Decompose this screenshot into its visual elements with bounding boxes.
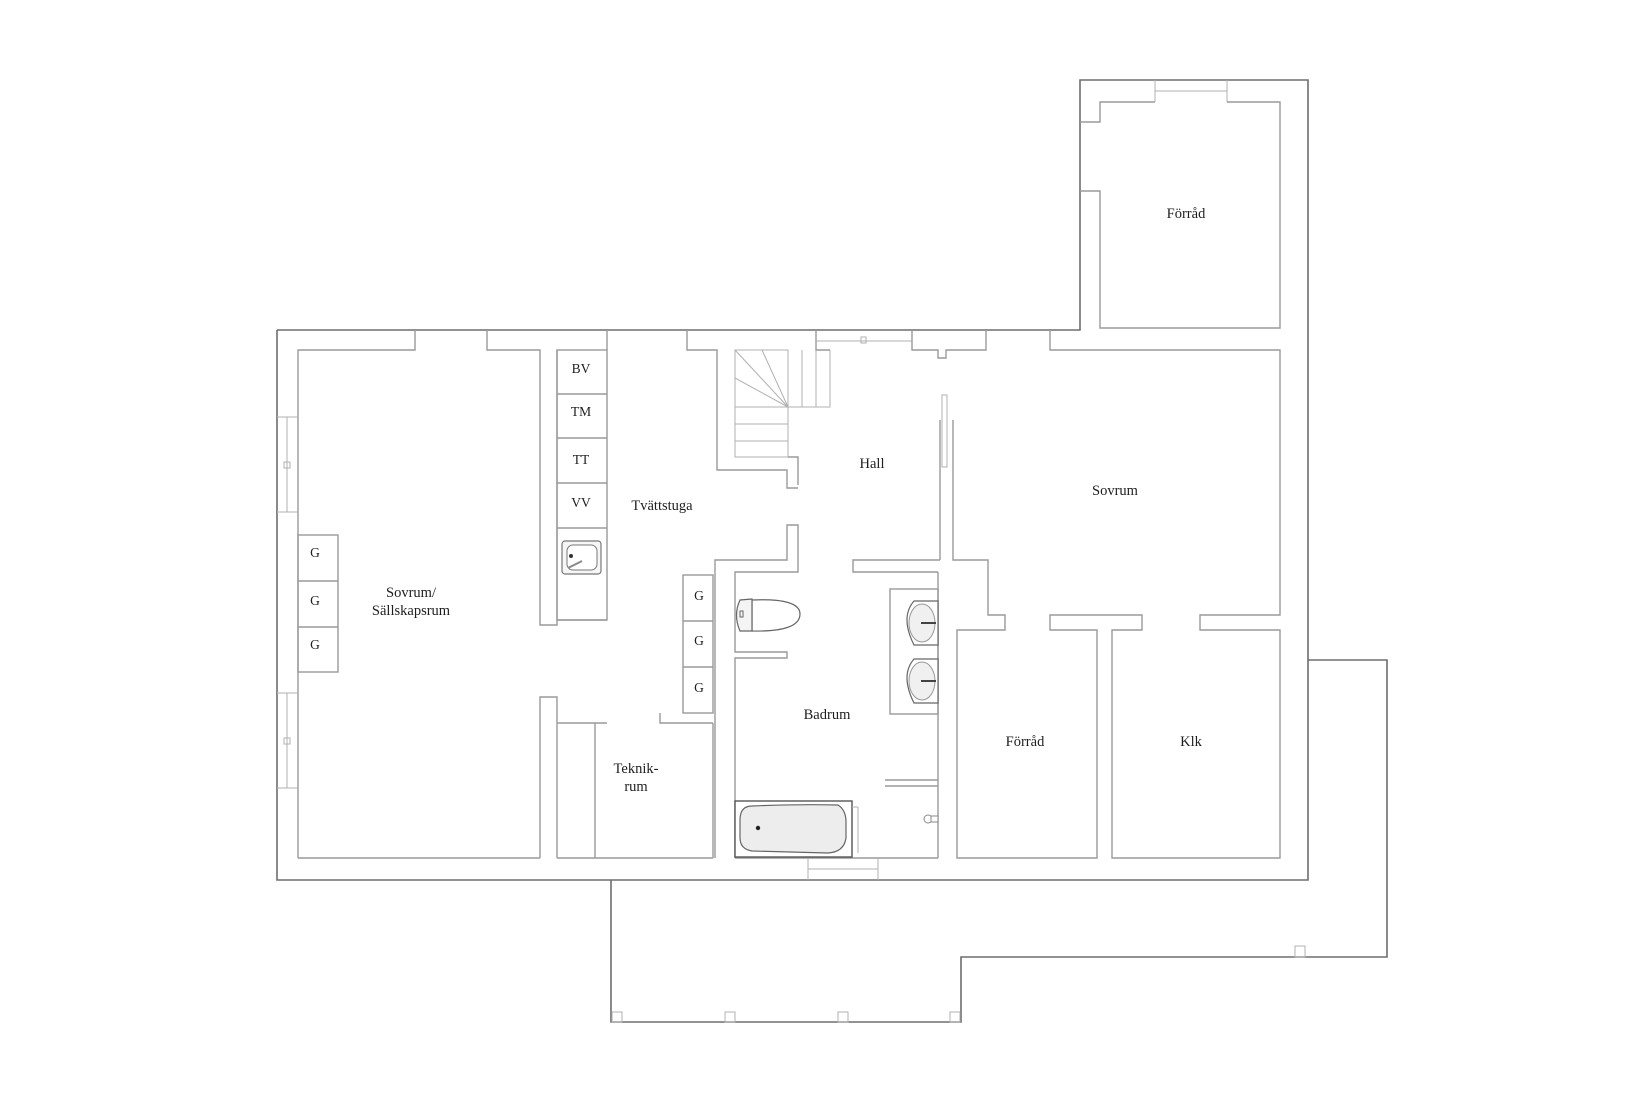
wardrobe-label: G [310, 637, 320, 652]
room-label-klk: Klk [1180, 734, 1202, 750]
floor-drain-icon [923, 814, 939, 824]
room-label-tvattstuga: Tvättstuga [631, 498, 693, 514]
washbasin-icon [906, 600, 939, 646]
room-label-forrad-bottom: Förråd [1005, 734, 1045, 750]
room-label-hall: Hall [859, 456, 885, 472]
room-label-line: Sovrum/ [386, 585, 436, 601]
room-label-teknikrum: Teknik- rum [614, 760, 659, 796]
wardrobe-label: G [694, 588, 704, 603]
room-label-forrad-top: Förråd [1166, 206, 1206, 222]
room-label-sovrum: Sovrum [1092, 483, 1138, 499]
staircase [734, 349, 831, 485]
room-label-line: rum [624, 779, 648, 795]
wardrobe-label: G [310, 545, 320, 560]
toilet-icon [735, 598, 801, 632]
wardrobe-label: G [694, 633, 704, 648]
room-label-line: Sällskapsrum [371, 603, 451, 619]
room-label-badrum: Badrum [803, 707, 851, 723]
appliance-label-vv: VV [571, 495, 591, 510]
wardrobe-label: G [694, 680, 704, 695]
bathtub-icon [734, 800, 859, 858]
room-label-line: Teknik- [613, 761, 659, 777]
washbasin-icon [906, 658, 939, 704]
appliance-label-bv: BV [571, 361, 591, 376]
inner-walls [277, 80, 1281, 880]
appliance-label-tt: TT [572, 452, 590, 467]
appliance-label-tm: TM [570, 404, 592, 419]
outer-walls [276, 79, 1388, 1023]
wardrobe-label: G [310, 593, 320, 608]
utility-sink-icon [561, 540, 602, 575]
room-label-sovrum-sallskapsrum: Sovrum/ Sällskapsrum [372, 584, 450, 620]
